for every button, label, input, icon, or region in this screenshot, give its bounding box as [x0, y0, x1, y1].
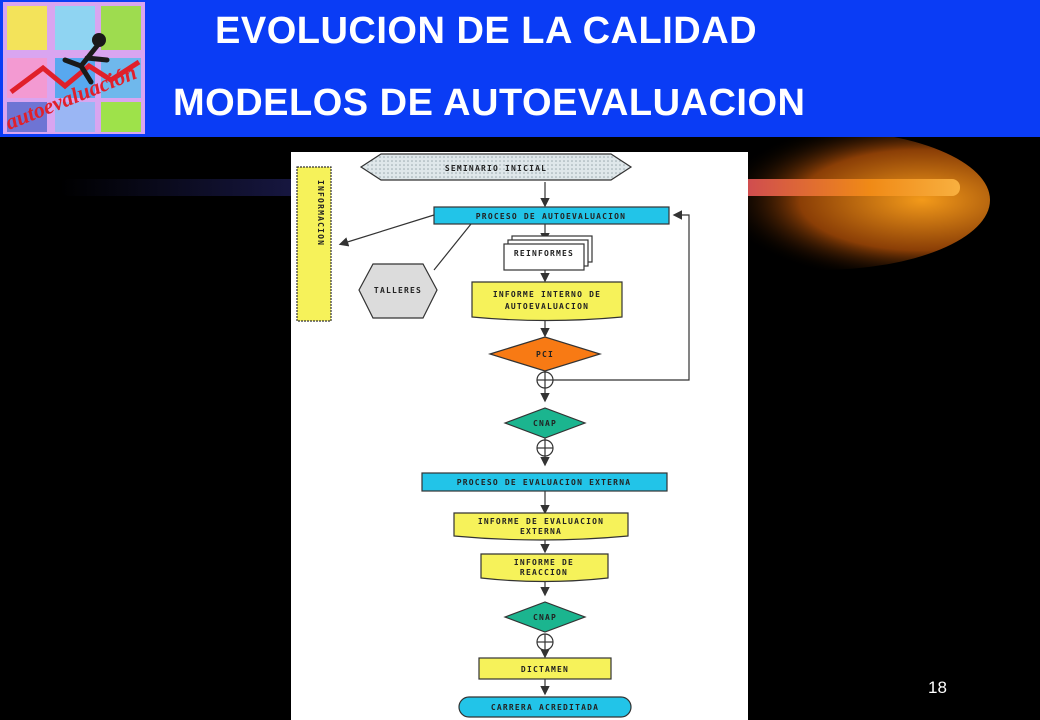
- reinformes-label: REINFORMES: [514, 249, 574, 258]
- carrera-acreditada-terminal: [458, 696, 632, 718]
- proceso-autoevaluacion-label: PROCESO DE AUTOEVALUACION: [476, 212, 626, 221]
- informe-evaluacion-externa-line2: EXTERNA: [520, 527, 562, 536]
- flowchart: SEMINARIO INICIAL INFORMACION PROCESO DE…: [296, 153, 690, 718]
- pci-diamond: [487, 336, 603, 372]
- proceso-autoevaluacion-box: [433, 206, 670, 225]
- informe-evaluacion-externa-line1: INFORME DE EVALUACION: [478, 517, 604, 526]
- pci-label: PCI: [536, 350, 554, 359]
- talleres-hexagon: [358, 263, 438, 319]
- cnap-label-2: CNAP: [533, 613, 557, 622]
- informe-evaluacion-externa-box: [453, 512, 629, 541]
- merge-junction-2: [536, 439, 554, 457]
- informe-interno-box: [471, 281, 623, 322]
- seminario-inicial-node: [359, 153, 633, 181]
- slide-subtitle: MODELOS DE AUTOEVALUACION: [173, 82, 806, 124]
- merge-junction-1: [536, 371, 554, 389]
- slide-page-number: 18: [928, 678, 947, 697]
- dictamen-box: [478, 657, 612, 680]
- proceso-evaluacion-externa-box: [421, 472, 668, 492]
- slide-title: EVOLUCION DE LA CALIDAD: [215, 10, 758, 52]
- informe-reaccion-line2: REACCION: [520, 568, 568, 577]
- flowchart-panel: SEMINARIO INICIAL INFORMACION PROCESO DE…: [291, 152, 748, 720]
- informacion-label: INFORMACION: [316, 180, 325, 246]
- informacion-box: [296, 166, 332, 322]
- dictamen-label: DICTAMEN: [521, 665, 569, 674]
- informe-interno-line1: INFORME INTERNO DE: [493, 290, 601, 299]
- informe-interno-line2: AUTOEVALUACION: [505, 302, 589, 311]
- cnap-label-1: CNAP: [533, 419, 557, 428]
- reinformes-stack: [503, 235, 593, 271]
- carrera-acreditada-label: CARRERA ACREDITADA: [491, 703, 599, 712]
- cnap-diamond-1: [503, 407, 587, 439]
- merge-junction-3: [536, 633, 554, 651]
- cnap-diamond-2: [503, 601, 587, 633]
- informe-reaccion-box: [480, 553, 609, 583]
- seminario-inicial-label: SEMINARIO INICIAL: [445, 164, 547, 173]
- talleres-label: TALLERES: [374, 286, 422, 295]
- proceso-evaluacion-externa-label: PROCESO DE EVALUACION EXTERNA: [457, 478, 631, 487]
- autoevaluacion-logo: autoevaluación: [3, 2, 145, 134]
- header-bar: autoevaluación EVOLUCION DE LA CALIDAD M…: [0, 0, 1040, 137]
- informe-reaccion-line1: INFORME DE: [514, 558, 574, 567]
